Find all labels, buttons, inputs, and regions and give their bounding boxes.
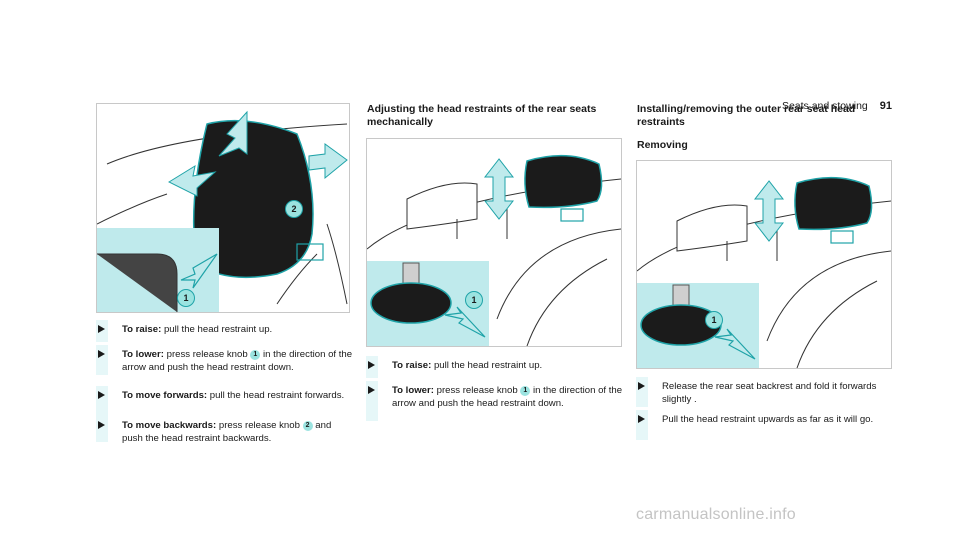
callout-ref-2: 2	[302, 421, 313, 431]
step-forward-front: To move forwards: pull the head restrain…	[96, 386, 354, 424]
section-heading-install-remove: Installing/removing the outer rear seat …	[637, 103, 856, 128]
step-raise-rear: To raise: pull the head restraint up.	[366, 356, 624, 378]
step-pull-headrest: Pull the head restraint upwards as far a…	[636, 410, 894, 440]
arrow-bullet-icon	[98, 325, 105, 333]
section-title: Seats and stowing	[781, 100, 868, 112]
page-number: 91	[879, 100, 892, 112]
figure-rear-headrest: 1	[366, 138, 622, 347]
arrow-bullet-icon	[368, 361, 375, 369]
callout-ref-1: 1	[520, 386, 531, 396]
callout-1: 1	[177, 289, 195, 307]
step-release-backrest: Release the rear seat backrest and fold …	[636, 377, 894, 407]
page-header: Seats and stowing 91	[782, 100, 892, 112]
arrow-bullet-icon	[638, 382, 645, 390]
subheading-removing: Removing	[637, 139, 688, 151]
step-backward-front: To move backwards: press release knob 2 …	[96, 416, 354, 445]
callout-1: 1	[465, 291, 483, 309]
front-headrest-illustration	[97, 110, 348, 312]
arrow-bullet-icon	[368, 386, 375, 394]
arrow-bullet-icon	[98, 391, 105, 399]
callout-ref-1: 1	[250, 350, 261, 360]
figure-outer-rear-headrest: 1	[636, 160, 892, 369]
outer-rear-headrest-illustration	[637, 176, 891, 368]
step-lower-rear: To lower: press release knob 1 in the di…	[366, 381, 624, 421]
callout-1: 1	[705, 311, 723, 329]
arrow-bullet-icon	[98, 350, 105, 358]
arrow-bullet-icon	[98, 421, 105, 429]
watermark: carmanualsonline.info	[636, 506, 796, 523]
figure-front-headrest: 1 2	[96, 103, 350, 313]
rear-headrest-illustration	[367, 154, 621, 346]
step-lower-front: To lower: press release knob 1 in the di…	[96, 345, 354, 375]
step-raise-front: To raise: pull the head restraint up.	[96, 320, 354, 342]
section-heading-rear-mechanical: Adjusting the head restraints of the rea…	[367, 103, 597, 128]
callout-2: 2	[285, 200, 303, 218]
arrow-bullet-icon	[638, 415, 645, 423]
